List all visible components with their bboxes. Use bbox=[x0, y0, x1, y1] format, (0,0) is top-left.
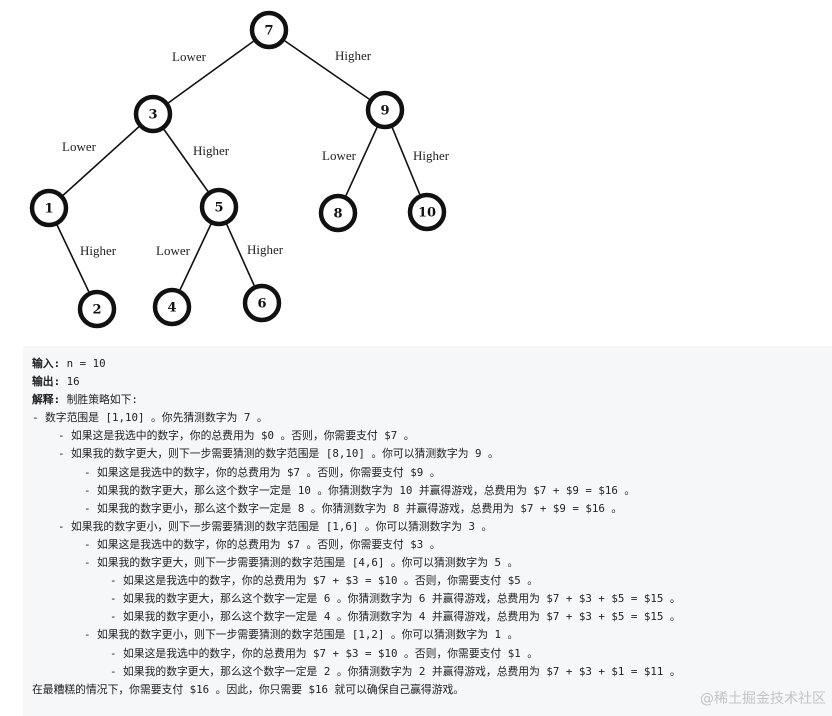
node-label: 1 bbox=[44, 202, 53, 217]
tree-edge-n3-n5 bbox=[162, 127, 210, 194]
strategy-line: - 如果我的数字更小，则下一步需要猜测的数字范围是 [1,6] 。你可以猜测数字… bbox=[32, 519, 493, 533]
node-circle bbox=[77, 289, 117, 329]
edge-label-higher: Higher bbox=[80, 243, 117, 258]
tree-node-7: 7 bbox=[249, 10, 289, 50]
summary-line: 在最糟糕的情况下，你需要支付 $16 。因此，你只需要 $16 就可以确保自己赢… bbox=[32, 682, 465, 696]
node-label: 10 bbox=[418, 206, 436, 221]
tree-node-5: 5 bbox=[199, 187, 239, 227]
input-line: 输入: n = 10 bbox=[32, 355, 832, 373]
strategy-line: - 如果我的数字更大，则下一步需要猜测的数字范围是 [4,6] 。你可以猜测数字… bbox=[32, 556, 519, 570]
tree-edge-n1-n2 bbox=[55, 223, 91, 294]
output-value: 16 bbox=[60, 375, 80, 389]
edge-label-higher: Higher bbox=[247, 242, 284, 257]
node-circle bbox=[407, 192, 447, 232]
edge-label-lower: Lower bbox=[62, 139, 97, 154]
node-label: 3 bbox=[148, 108, 157, 123]
node-label: 6 bbox=[257, 297, 266, 312]
tree-node-9: 9 bbox=[365, 90, 405, 130]
node-circle bbox=[133, 94, 173, 134]
node-circle bbox=[318, 193, 358, 233]
node-circle bbox=[242, 283, 282, 323]
tree-edge-n3-n1 bbox=[61, 124, 141, 198]
tree-node-4: 4 bbox=[152, 287, 192, 327]
tree-node-1: 1 bbox=[29, 188, 69, 228]
tree-edge-n7-n9 bbox=[282, 38, 372, 102]
explanation-line: 解释: 制胜策略如下: bbox=[32, 391, 832, 409]
example-code-block: 输入: n = 10 输出: 16 解释: 制胜策略如下: - 数字范围是 [1… bbox=[23, 346, 832, 716]
strategy-line: - 如果我的数字更大，那么这个数字一定是 10 。你猜测数字为 10 并赢得游戏… bbox=[32, 483, 636, 497]
node-label: 8 bbox=[333, 207, 342, 222]
tree-node-8: 8 bbox=[318, 193, 358, 233]
tree-node-2: 2 bbox=[77, 289, 117, 329]
tree-edge-n5-n6 bbox=[225, 222, 256, 288]
edge-label-lower: Lower bbox=[156, 243, 191, 258]
edge-label-lower: Lower bbox=[172, 49, 207, 64]
strategy-line: - 如果这是我选中的数字，你的总费用为 $7 。否则，你需要支付 $9 。 bbox=[32, 465, 441, 479]
node-label: 5 bbox=[214, 201, 223, 216]
node-label: 2 bbox=[92, 303, 101, 318]
input-value: n = 10 bbox=[60, 357, 106, 370]
output-key: 输出: bbox=[32, 375, 61, 389]
tree-edge-n7-n3 bbox=[166, 39, 256, 105]
node-label: 7 bbox=[264, 24, 273, 39]
strategy-line: - 如果这是我选中的数字，你的总费用为 $0 。否则，你需要支付 $7 。 bbox=[32, 429, 415, 443]
node-circle bbox=[29, 188, 69, 228]
edge-label-lower: Lower bbox=[322, 148, 357, 163]
strategy-line: - 如果我的数字更小，那么这个数字一定是 4 。你猜测数字为 4 并赢得游戏，总… bbox=[32, 610, 681, 624]
strategy-line: - 如果这是我选中的数字，你的总费用为 $7 。否则，你需要支付 $3 。 bbox=[32, 537, 441, 551]
node-label: 4 bbox=[167, 301, 176, 316]
input-key: 输入: bbox=[32, 357, 61, 370]
edge-label-higher: Higher bbox=[413, 148, 450, 163]
explanation-value: 制胜策略如下: bbox=[60, 393, 138, 407]
node-circle bbox=[152, 287, 192, 327]
tree-edge-n9-n8 bbox=[344, 125, 379, 198]
edge-label-higher: Higher bbox=[193, 143, 230, 158]
tree-node-10: 10 bbox=[407, 192, 447, 232]
tree-node-3: 3 bbox=[133, 94, 173, 134]
tree-edge-n9-n10 bbox=[390, 125, 422, 197]
edge-label-higher: Higher bbox=[335, 48, 372, 63]
node-circle bbox=[199, 187, 239, 227]
strategy-line: - 数字范围是 [1,10] 。你先猜测数字为 7 。 bbox=[32, 411, 268, 425]
output-line: 输出: 16 bbox=[32, 373, 832, 391]
tree-edge-n5-n4 bbox=[178, 222, 213, 292]
strategy-line: - 如果这是我选中的数字，你的总费用为 $7 + $3 = $10 。否则，你需… bbox=[32, 646, 539, 660]
strategy-line: - 如果我的数字更小，则下一步需要猜测的数字范围是 [1,2] 。你可以猜测数字… bbox=[32, 628, 519, 642]
strategy-line: - 如果我的数字更大，那么这个数字一定是 6 。你猜测数字为 6 并赢得游戏，总… bbox=[32, 592, 681, 606]
explanation-key: 解释: bbox=[32, 393, 61, 407]
node-label: 9 bbox=[380, 104, 389, 119]
strategy-line: - 如果我的数字更大，则下一步需要猜测的数字范围是 [8,10] 。你可以猜测数… bbox=[32, 447, 499, 461]
strategy-line: - 如果我的数字更大，那么这个数字一定是 2 。你猜测数字为 2 并赢得游戏，总… bbox=[32, 664, 681, 678]
watermark: @稀土掘金技术社区 bbox=[700, 691, 826, 707]
node-circle bbox=[365, 90, 405, 130]
node-circle bbox=[249, 10, 289, 50]
strategy-line: - 如果我的数字更小，那么这个数字一定是 8 。你猜测数字为 8 并赢得游戏，总… bbox=[32, 501, 623, 515]
strategy-line: - 如果这是我选中的数字，你的总费用为 $7 + $3 = $10 。否则，你需… bbox=[32, 574, 539, 588]
tree-node-6: 6 bbox=[242, 283, 282, 323]
